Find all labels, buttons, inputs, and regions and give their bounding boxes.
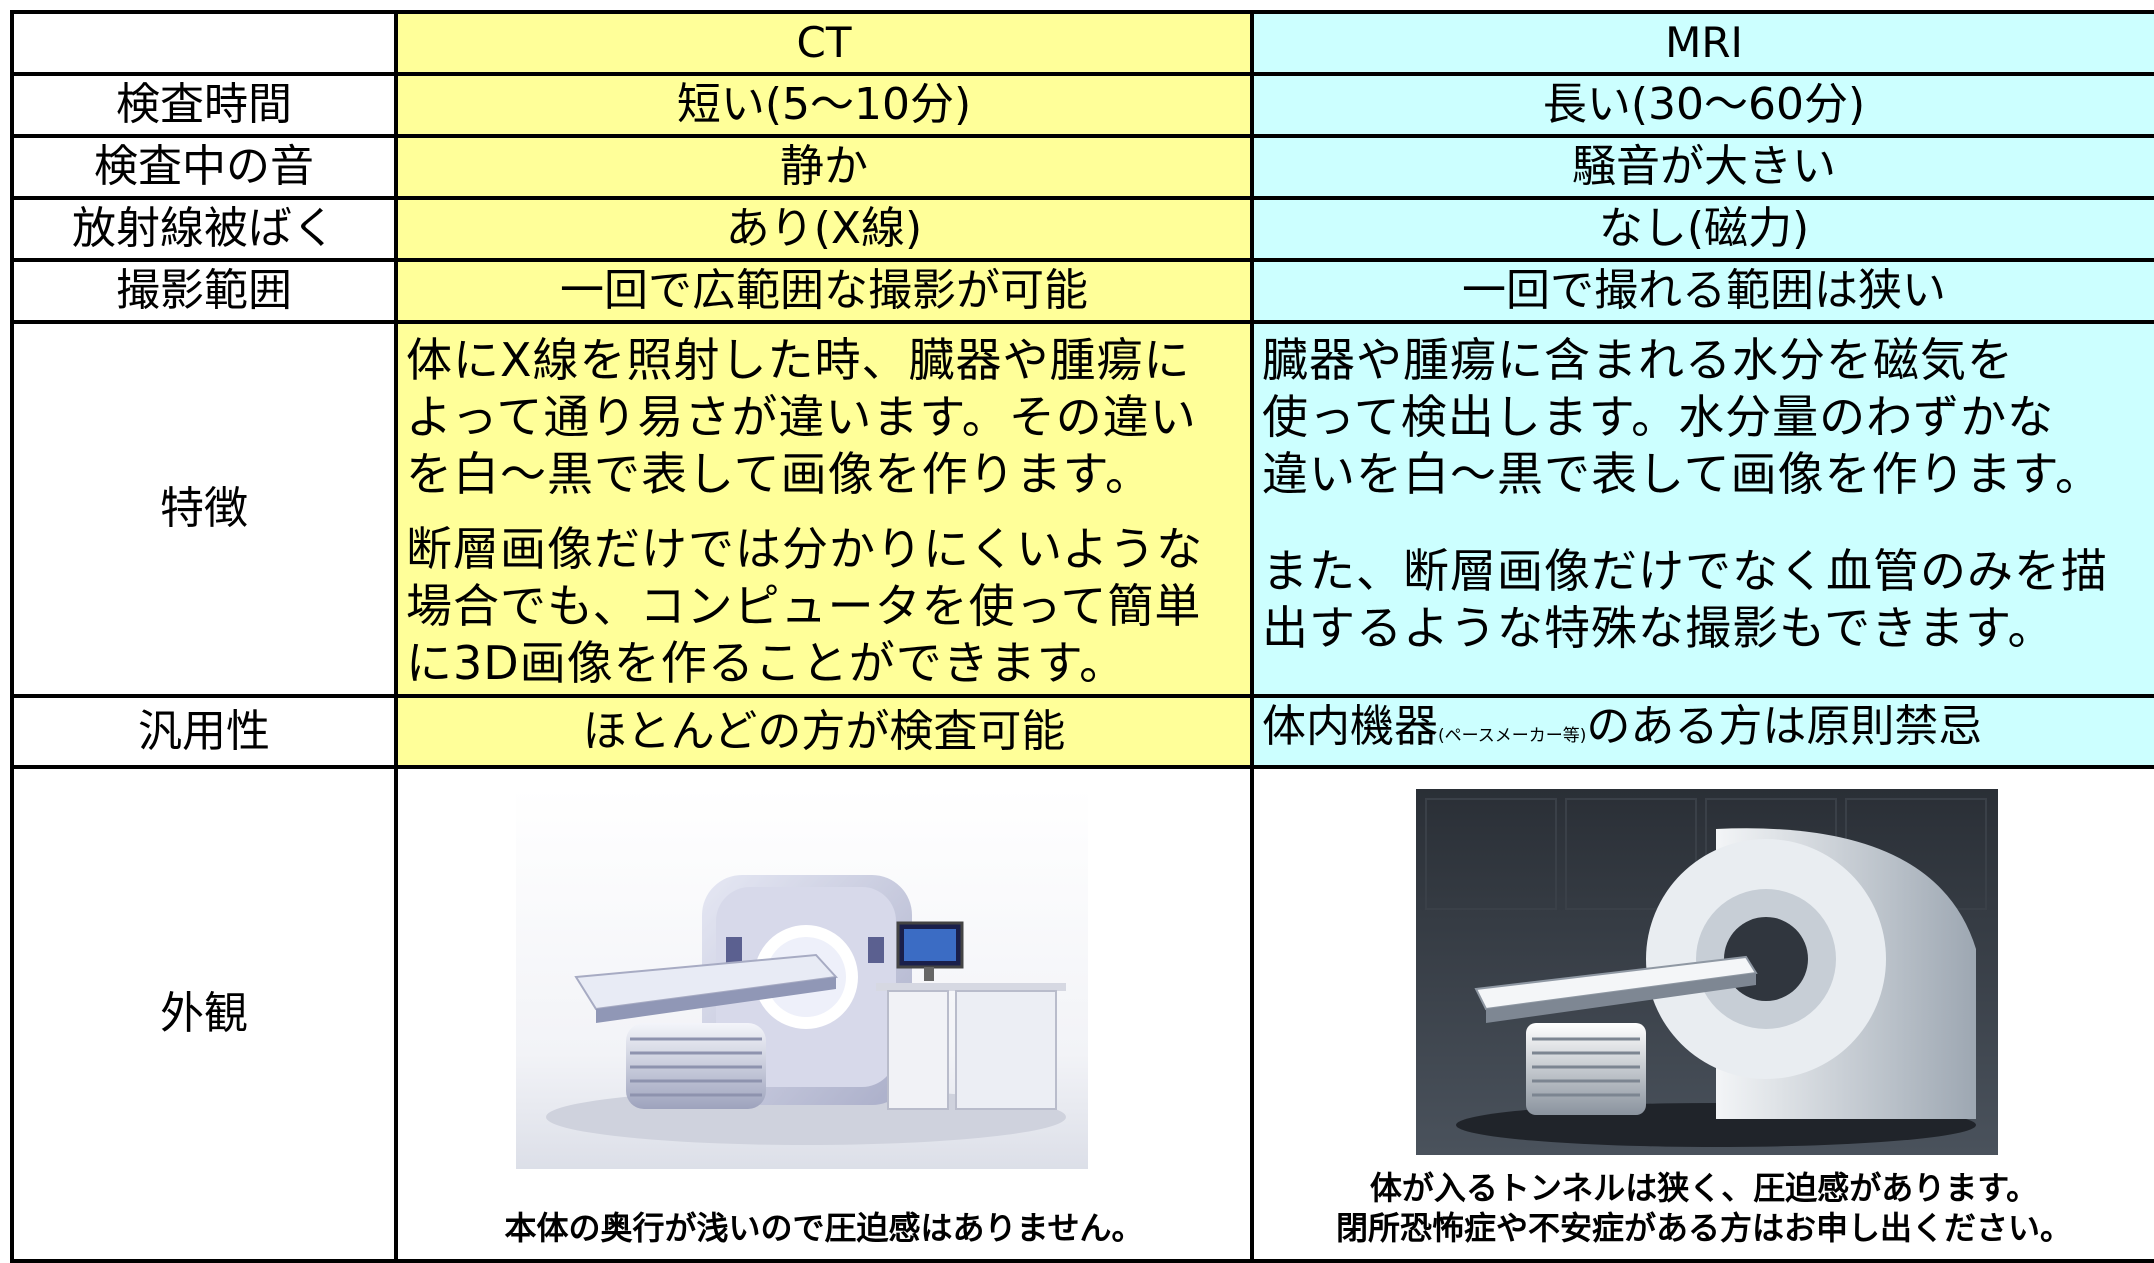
ct-scanner-photo <box>516 787 1088 1169</box>
mri-range: 一回で撮れる範囲は狭い <box>1250 258 2154 324</box>
row-label-appearance: 外観 <box>10 765 398 1263</box>
ct-features: 体にX線を照射した時、臓器や腫瘍に よって通り易さが違います。その違い を白～黒… <box>394 320 1254 698</box>
row-label-noise: 検査中の音 <box>10 134 398 200</box>
ct-feature-line: 断層画像だけでは分かりにくいような <box>406 522 1204 576</box>
mri-feature-line: また、断層画像だけでなく血管のみを描 <box>1262 544 2108 598</box>
mri-features: 臓器や腫瘍に含まれる水分を磁気を 使って検出します。水分量のわずかな 違いを白～… <box>1250 320 2154 698</box>
mri-scanner-photo <box>1416 789 1998 1155</box>
mri-versatility-tail: のある方は原則禁忌 <box>1586 701 1983 752</box>
header-mri: MRI <box>1250 10 2154 76</box>
features-row: 特徴 体にX線を照射した時、臓器や腫瘍に よって通り易さが違います。その違い を… <box>10 320 2154 698</box>
ct-exam-time: 短い(5～10分) <box>394 72 1254 138</box>
row-label-features: 特徴 <box>10 320 398 698</box>
row-label-range: 撮影範囲 <box>10 258 398 324</box>
corner-cell <box>10 10 398 76</box>
appearance-row: 外観 <box>10 765 2154 1263</box>
header-row: CT MRI <box>10 10 2154 76</box>
header-ct: CT <box>394 10 1254 76</box>
ct-radiation: あり(X線) <box>394 196 1254 262</box>
mri-feature-line: 違いを白～黒で表して画像を作ります。 <box>1262 447 2103 501</box>
row-label-radiation: 放射線被ばく <box>10 196 398 262</box>
mri-radiation: なし(磁力) <box>1250 196 2154 262</box>
ct-appearance: 本体の奥行が浅いので圧迫感はありません。 <box>394 765 1254 1263</box>
ct-feature-line: を白～黒で表して画像を作ります。 <box>406 447 1153 501</box>
versatility-row: 汎用性 ほとんどの方が検査可能 体内機器(ペースメーカー等)のある方は原則禁忌 <box>10 694 2154 769</box>
ct-feature-line: 場合でも、コンピュータを使って簡単 <box>406 579 1202 633</box>
mri-feature-line: 出するような特殊な撮影もできます。 <box>1262 601 2055 655</box>
table-row: 放射線被ばく あり(X線) なし(磁力) <box>10 196 2154 262</box>
ct-caption: 本体の奥行が浅いので圧迫感はありません。 <box>504 1209 1144 1247</box>
mri-feature-line: 使って検出します。水分量のわずかな <box>1262 390 2055 444</box>
mri-versatility: 体内機器(ペースメーカー等)のある方は原則禁忌 <box>1250 694 2154 769</box>
row-label-exam-time: 検査時間 <box>10 72 398 138</box>
mri-versatility-note: (ペースメーカー等) <box>1438 726 1587 746</box>
ct-feature-line: よって通り易さが違います。その違い <box>406 390 1197 444</box>
ct-versatility: ほとんどの方が検査可能 <box>394 694 1254 769</box>
table-row: 撮影範囲 一回で広範囲な撮影が可能 一回で撮れる範囲は狭い <box>10 258 2154 324</box>
row-label-versatility: 汎用性 <box>10 694 398 769</box>
mri-caption-line-2: 閉所恐怖症や不安症がある方はお申し出ください。 <box>1335 1209 2072 1247</box>
mri-versatility-main: 体内機器 <box>1262 701 1438 752</box>
mri-exam-time: 長い(30～60分) <box>1250 72 2154 138</box>
mri-appearance: 体が入るトンネルは狭く、圧迫感があります。 閉所恐怖症や不安症がある方はお申し出… <box>1250 765 2154 1263</box>
table-row: 検査中の音 静か 騒音が大きい <box>10 134 2154 200</box>
ct-feature-line: に3D画像を作ることができます。 <box>406 636 1127 690</box>
mri-feature-line: 臓器や腫瘍に含まれる水分を磁気を <box>1262 333 2014 387</box>
ct-range: 一回で広範囲な撮影が可能 <box>394 258 1254 324</box>
mri-caption-line-1: 体が入るトンネルは狭く、圧迫感があります。 <box>1369 1169 2039 1207</box>
mri-noise: 騒音が大きい <box>1250 134 2154 200</box>
ct-noise: 静か <box>394 134 1254 200</box>
ct-feature-line: 体にX線を照射した時、臓器や腫瘍に <box>406 333 1191 387</box>
table-row: 検査時間 短い(5～10分) 長い(30～60分) <box>10 72 2154 138</box>
comparison-table: CT MRI 検査時間 短い(5～10分) 長い(30～60分) 検査中の音 静… <box>10 10 2154 1263</box>
